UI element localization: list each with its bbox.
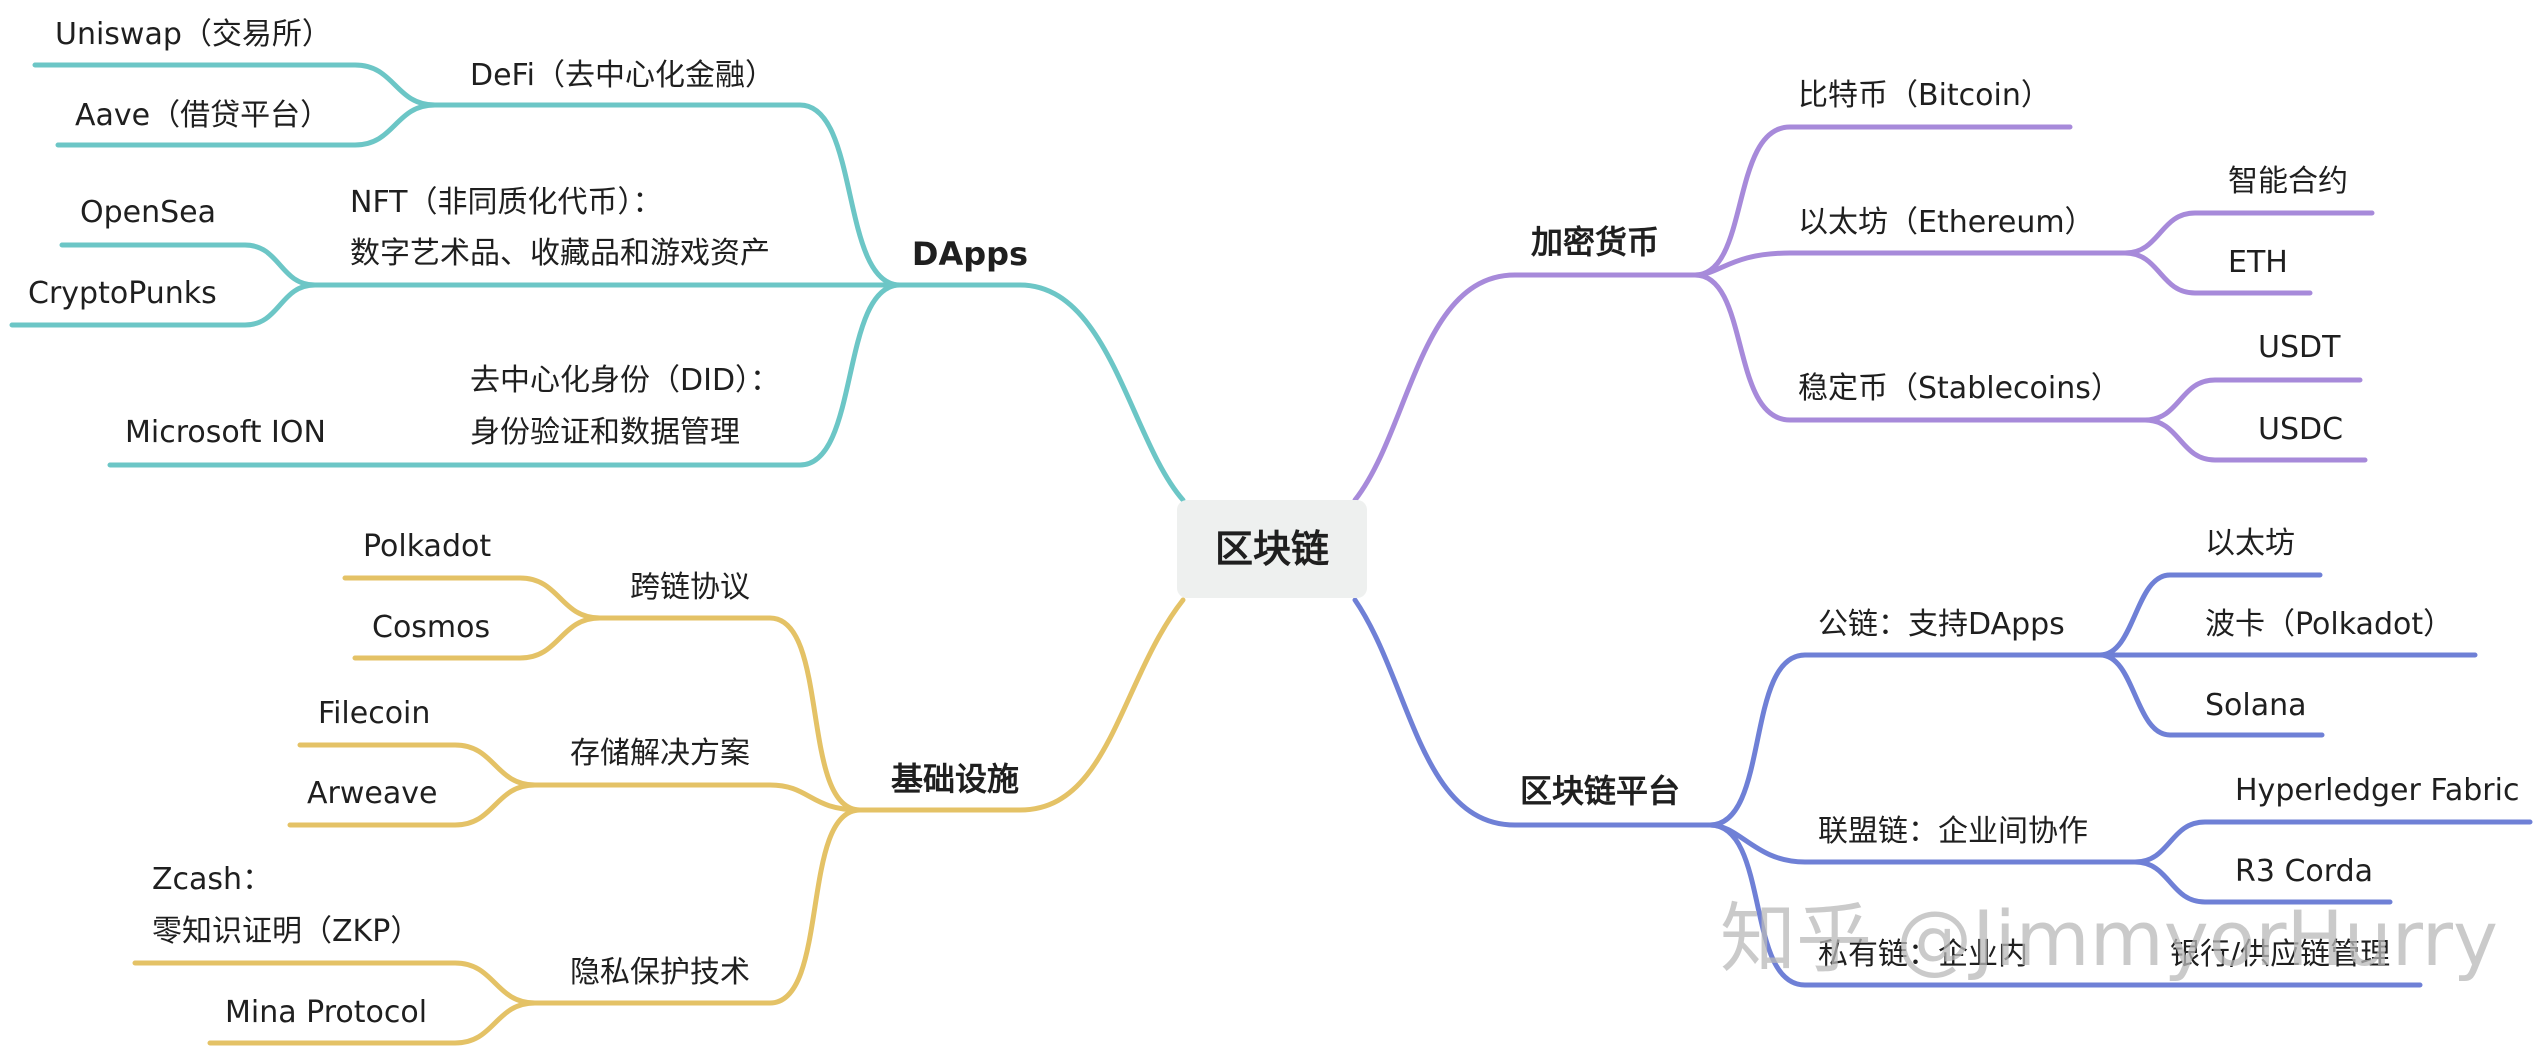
edge-stablecoins-usdc bbox=[2142, 417, 2368, 463]
edge-defi-aave bbox=[55, 102, 438, 148]
watermark: 知乎 @JimmyorHurry bbox=[1720, 894, 2498, 983]
leaf-smart-contracts: 智能合约 bbox=[2228, 164, 2348, 199]
topic-bitcoin: 比特币（Bitcoin） bbox=[1798, 78, 2051, 113]
edge-infra-privacy bbox=[532, 807, 863, 1006]
topic-crosschain: 跨链协议 bbox=[630, 570, 750, 605]
leaf-polkadot: Polkadot bbox=[363, 529, 491, 564]
topic-defi: DeFi（去中心化金融） bbox=[470, 58, 775, 93]
edge-ethereum-eth bbox=[2122, 250, 2313, 296]
leaf-cosmos: Cosmos bbox=[372, 610, 490, 645]
branch-infra: 基础设施 bbox=[891, 760, 1019, 798]
edge-root-dapps bbox=[897, 282, 1186, 503]
infra-edges bbox=[132, 575, 1186, 1046]
edge-storage-filecoin bbox=[297, 742, 538, 788]
root-node-box bbox=[1177, 500, 1367, 598]
leaf-zcash-line1: Zcash： bbox=[152, 862, 272, 897]
edge-root-crypto bbox=[1352, 272, 1698, 503]
edge-dapps-defi bbox=[432, 102, 903, 288]
edge-consortium-r3 bbox=[2132, 859, 2393, 905]
leaf-public-polkadot: 波卡（Polkadot） bbox=[2205, 607, 2453, 642]
edge-storage-arweave bbox=[287, 782, 538, 828]
edge-public-ethereum bbox=[2097, 572, 2323, 658]
leaf-mina-protocol: Mina Protocol bbox=[225, 995, 427, 1030]
topic-did-line1: 去中心化身份（DID）： bbox=[470, 363, 780, 398]
leaf-r3-corda: R3 Corda bbox=[2235, 854, 2373, 889]
edge-public-solana bbox=[2097, 652, 2325, 738]
leaf-cryptopunks: CryptoPunks bbox=[28, 276, 217, 311]
crypto-edges bbox=[1352, 124, 2375, 503]
leaf-aave: Aave（借贷平台） bbox=[75, 98, 330, 133]
topic-nft-line2: 数字艺术品、收藏品和游戏资产 bbox=[350, 236, 770, 271]
edge-root-platform bbox=[1352, 597, 1713, 828]
edge-stablecoins-usdt bbox=[2142, 377, 2363, 423]
leaf-zcash-line2: 零知识证明（ZKP） bbox=[152, 914, 420, 949]
topic-did-line2: 身份验证和数据管理 bbox=[470, 415, 740, 450]
leaf-filecoin: Filecoin bbox=[318, 696, 430, 731]
branch-dapps: DApps bbox=[912, 235, 1028, 273]
edge-infra-storage bbox=[532, 782, 863, 813]
platform-edges bbox=[1352, 572, 2533, 988]
leaf-eth: ETH bbox=[2228, 245, 2288, 280]
leaf-arweave: Arweave bbox=[307, 776, 437, 811]
topic-private-chain: 私有链：企业内 bbox=[1818, 937, 2028, 972]
edge-platform-public bbox=[1707, 652, 2103, 828]
leaf-public-ethereum: 以太坊 bbox=[2205, 526, 2295, 561]
edge-defi-uniswap bbox=[32, 62, 438, 108]
root-node-label: 区块链 bbox=[1215, 527, 1329, 571]
edge-crypto-bitcoin bbox=[1692, 124, 2073, 278]
edge-ethereum-contracts bbox=[2122, 210, 2375, 256]
edge-crosschain-polkadot bbox=[342, 575, 603, 621]
topic-public-chain: 公链：支持DApps bbox=[1818, 607, 2065, 642]
leaf-uniswap: Uniswap（交易所） bbox=[55, 17, 332, 52]
edge-crypto-stablecoins bbox=[1692, 272, 2148, 423]
edge-crosschain-cosmos bbox=[352, 615, 603, 661]
edge-infra-crosschain bbox=[597, 615, 863, 813]
leaf-private-bank-supply: 银行/供应链管理 bbox=[2170, 937, 2390, 972]
dapps-edges bbox=[9, 62, 1186, 503]
leaf-hyperledger-fabric: Hyperledger Fabric bbox=[2235, 773, 2519, 808]
edge-nft-opensea bbox=[59, 242, 318, 288]
edge-dapps-did bbox=[107, 282, 903, 468]
leaf-opensea: OpenSea bbox=[80, 195, 216, 230]
topic-privacy: 隐私保护技术 bbox=[570, 955, 750, 990]
branch-crypto: 加密货币 bbox=[1531, 223, 1659, 261]
leaf-public-solana: Solana bbox=[2205, 688, 2307, 723]
topic-nft-line1: NFT（非同质化代币）： bbox=[350, 185, 663, 220]
edge-consortium-hyperledger bbox=[2132, 819, 2533, 865]
leaf-usdc: USDC bbox=[2258, 412, 2343, 447]
topic-consortium-chain: 联盟链：企业间协作 bbox=[1818, 814, 2088, 849]
leaf-microsoft-ion: Microsoft ION bbox=[125, 415, 326, 450]
edge-privacy-mina bbox=[207, 1000, 538, 1046]
leaf-usdt: USDT bbox=[2258, 330, 2341, 365]
topic-stablecoins: 稳定币（Stablecoins） bbox=[1798, 371, 2121, 406]
edge-privacy-zcash bbox=[132, 960, 538, 1006]
topic-storage: 存储解决方案 bbox=[570, 736, 750, 771]
topic-ethereum: 以太坊（Ethereum） bbox=[1798, 205, 2095, 240]
edge-platform-private bbox=[1707, 822, 2423, 988]
edge-root-infra bbox=[857, 597, 1186, 813]
edge-crypto-ethereum bbox=[1692, 250, 2128, 278]
branch-platform: 区块链平台 bbox=[1520, 772, 1680, 810]
edge-nft-cryptopunks bbox=[9, 282, 318, 328]
